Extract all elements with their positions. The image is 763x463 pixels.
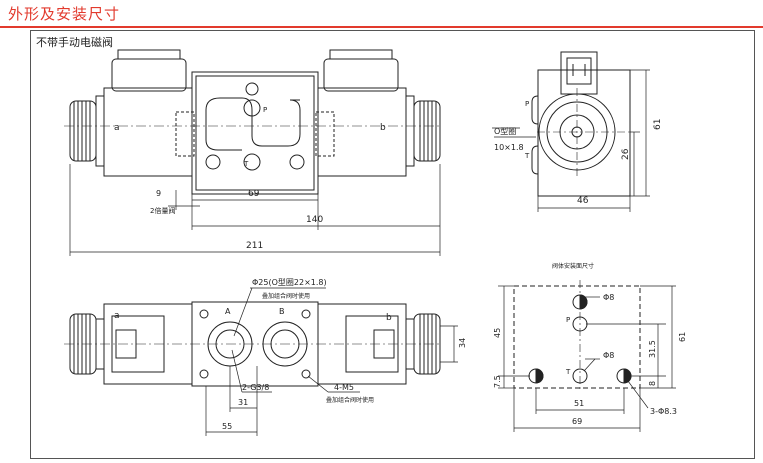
top-dim-34: 34 [458, 338, 467, 348]
left-nut [95, 95, 105, 167]
m5-hole-1 [199, 309, 209, 319]
top-label-A: A [225, 307, 231, 316]
drawing-subtitle: 不带手动电磁阀 [36, 36, 113, 49]
oring-label: O型圈 [494, 127, 516, 136]
mount-dim-315: 31.5 [648, 340, 657, 358]
mount-dim-8: 8 [648, 381, 657, 386]
mount-dimensions [498, 285, 676, 432]
mount-dim-69: 69 [572, 417, 582, 426]
valve-body-inner [195, 75, 315, 191]
side-dim-26: 26 [621, 148, 631, 160]
front-label-p: P [263, 106, 267, 114]
port-b-outer [262, 321, 308, 367]
top-right-connector [345, 315, 399, 373]
m5-note: 4-M5 [334, 383, 354, 392]
mount-label-p: P [566, 316, 570, 324]
drawing-frame [30, 30, 755, 459]
top-label-b: b [386, 313, 392, 323]
m5-hole-4 [301, 369, 311, 379]
dim-69: 69 [248, 189, 260, 199]
front-hole-top [245, 82, 259, 96]
side-dimensions [492, 69, 650, 212]
left-connector [111, 58, 187, 92]
mount-dim-51: 51 [574, 399, 584, 408]
front-label-b: b [380, 123, 386, 133]
mount-hole-note: 3-Φ8.3 [650, 407, 677, 416]
right-connector [323, 58, 399, 92]
side-label-p: P [525, 100, 529, 108]
side-port-t [531, 145, 539, 175]
mount-outline [513, 285, 641, 389]
dim-140: 140 [306, 215, 323, 225]
right-coil [317, 87, 407, 177]
front-hole-t [243, 153, 261, 171]
title-divider [0, 26, 763, 28]
phi25-note: Φ25(O型圈22×1.8) [252, 278, 327, 287]
mount-dim-45: 45 [493, 328, 502, 338]
top-dim-55: 55 [222, 422, 232, 431]
mount-dim-61: 61 [678, 332, 687, 342]
front-view [64, 49, 441, 256]
right-knob [413, 100, 441, 162]
section-title: 外形及安装尺寸 [8, 5, 121, 23]
top-right-plug [373, 329, 395, 359]
oring-size: 10×1.8 [494, 143, 524, 152]
mount-label-t: T [565, 368, 571, 376]
right-connector-cap [329, 49, 393, 59]
side-body [537, 69, 631, 197]
port-a-inner [215, 329, 245, 359]
mount-title: 阀体安装面尺寸 [552, 262, 594, 270]
mount-dim-75: 7.5 [493, 375, 502, 388]
top-left-plug [115, 329, 137, 359]
note-2x: 2倍量阀 [150, 206, 175, 215]
left-connector-cap [117, 49, 181, 59]
mount-phi8-bottom: Φ8 [603, 351, 614, 360]
mount-hole-t [572, 368, 588, 384]
front-hole-right [289, 154, 305, 170]
top-label-B: B [279, 307, 285, 316]
left-seal [175, 111, 195, 157]
mount-view [498, 280, 676, 432]
front-label-t: T [243, 160, 249, 168]
side-view [492, 51, 650, 212]
dim-9: 9 [156, 189, 161, 198]
right-nut [405, 95, 415, 167]
top-dim-31: 31 [238, 398, 248, 407]
mount-phi8-top: Φ8 [603, 293, 614, 302]
port-b-inner [270, 329, 300, 359]
top-left-connector [111, 315, 165, 373]
front-dimensions [69, 164, 441, 256]
side-dim-46: 46 [577, 196, 589, 206]
body-passage [205, 97, 301, 147]
m5-hole-3 [199, 369, 209, 379]
m5-hole-2 [301, 309, 311, 319]
top-label-a: a [114, 311, 120, 321]
top-right-knob [413, 313, 441, 375]
front-hole-p [243, 99, 261, 117]
side-port-p [531, 95, 539, 125]
phi25-sub: 叠加组合阀时使用 [262, 292, 310, 300]
side-label-t: T [524, 152, 530, 160]
dim-211: 211 [246, 241, 263, 251]
m5-sub: 叠加组合阀时使用 [326, 396, 374, 404]
top-dimensions [205, 287, 458, 436]
valve-body [191, 71, 319, 195]
right-seal [315, 111, 335, 157]
g38-note: 2-G3/8 [242, 383, 269, 392]
drawing-labels: a b P T 9 2倍量阀 69 140 211 P T O型圈 10×1.8… [114, 100, 687, 431]
front-hole-left [205, 154, 221, 170]
side-connector-pins [566, 57, 592, 85]
front-label-a: a [114, 123, 120, 133]
side-dim-61: 61 [653, 119, 663, 130]
top-view [64, 287, 458, 436]
